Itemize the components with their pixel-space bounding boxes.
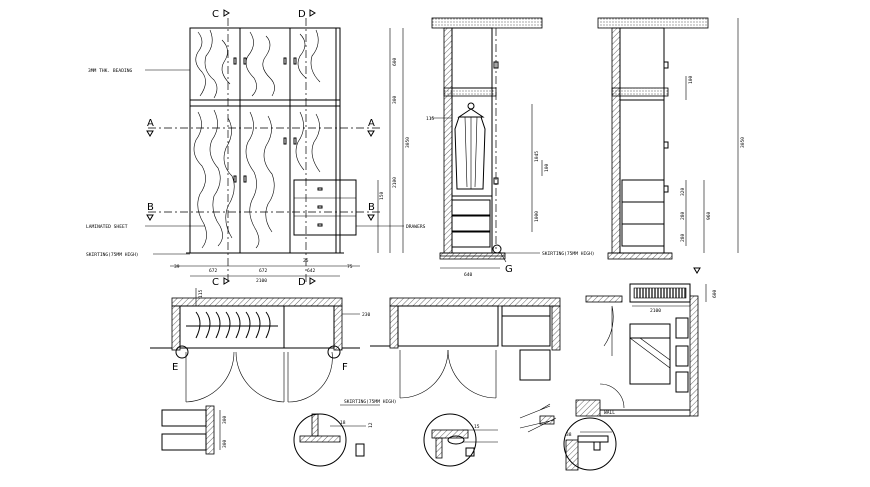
section-marker-d-bottom: D — [298, 277, 306, 288]
dim-c-rail: 100 — [544, 163, 550, 172]
label-c-skirting: SKIRTING(75MM HIGH) — [542, 251, 595, 257]
dim-d-d1: 320 — [680, 187, 686, 196]
dim-mid-gap: 25 — [303, 258, 309, 264]
section-marker-c-bottom: C — [212, 277, 219, 288]
dim-room-depth: 600 — [712, 289, 718, 298]
detail-dim-d6: 38 — [566, 432, 572, 438]
dim-plan-depth: 230 — [362, 312, 371, 318]
label-skirting: SKIRTING(75MM HIGH) — [86, 252, 139, 258]
detail-dim-d3: 18 — [340, 420, 346, 426]
dim-bottom-right: 642 — [307, 268, 316, 274]
dim-bottom-mid: 672 — [259, 268, 268, 274]
dim-d-d3: 960 — [706, 211, 712, 220]
dim-right-offset: 75 — [347, 264, 353, 270]
section-d: 100 320 280 960 280 3050 — [597, 17, 746, 260]
dim-drawer-h: 150 — [379, 191, 385, 200]
dim-c-hang: 1045 — [534, 151, 540, 162]
detail-dim-d2: 300 — [222, 439, 228, 448]
dim-c-top-small: 115 — [426, 116, 435, 122]
room-plan: 2100 600 WALL — [575, 267, 718, 417]
detail-label-skirting: SKIRTING(75MM HIGH) — [344, 399, 397, 405]
dim-d-total: 3050 — [740, 137, 746, 148]
section-marker-b-right: B — [368, 202, 375, 213]
label-drawers: DRAWERS — [406, 224, 426, 230]
dim-d-d2: 280 — [680, 211, 686, 220]
label-laminated-sheet: LAMINATED SHEET — [86, 224, 128, 230]
dim-left-offset: 39 — [174, 264, 180, 270]
dim-bottom-total: 2100 — [256, 278, 267, 284]
section-marker-a-right: A — [368, 118, 375, 129]
dim-c-width: 640 — [464, 272, 473, 278]
dim-room-width: 2100 — [650, 308, 661, 314]
section-marker-d-top: D — [298, 9, 306, 20]
section-c: G 115 1045 100 1000 640 SKIRTING(75MM HI… — [426, 17, 595, 278]
plan-view-wardrobe: E F 115 230 — [150, 288, 371, 403]
label-room-wall: WALL — [604, 410, 615, 416]
dim-right-top: 600 — [392, 57, 398, 66]
section-marker-f: F — [342, 362, 348, 373]
section-marker-a-left: A — [147, 118, 154, 129]
dim-plan-top: 115 — [198, 289, 204, 298]
dim-d-d4: 280 — [680, 233, 686, 242]
section-marker-c-top: C — [212, 9, 219, 20]
dim-d-shelf: 100 — [688, 75, 694, 84]
detail-dim-d5: 12 — [368, 422, 374, 428]
dim-right-total: 3050 — [405, 137, 411, 148]
label-beading: 3MM THK. BEADING — [88, 68, 132, 74]
detail-dim-d4: 15 — [474, 424, 480, 430]
detail-dim-d1: 300 — [222, 415, 228, 424]
section-marker-b-left: B — [147, 202, 154, 213]
plan-view-middle — [370, 297, 561, 399]
details: 300 300 SKIRTING(75MM HIGH) 18 12 15 38 — [161, 399, 617, 471]
dim-right-lower: 2100 — [392, 177, 398, 188]
dim-c-low: 1000 — [534, 211, 540, 222]
dim-bottom-left: 672 — [209, 268, 218, 274]
dim-right-mid: 300 — [392, 95, 398, 104]
front-elevation: C D A A B B C D 3MM THK. BEADING LAMINAT… — [86, 9, 426, 288]
section-marker-e: E — [172, 362, 178, 373]
section-marker-g: G — [505, 264, 513, 275]
